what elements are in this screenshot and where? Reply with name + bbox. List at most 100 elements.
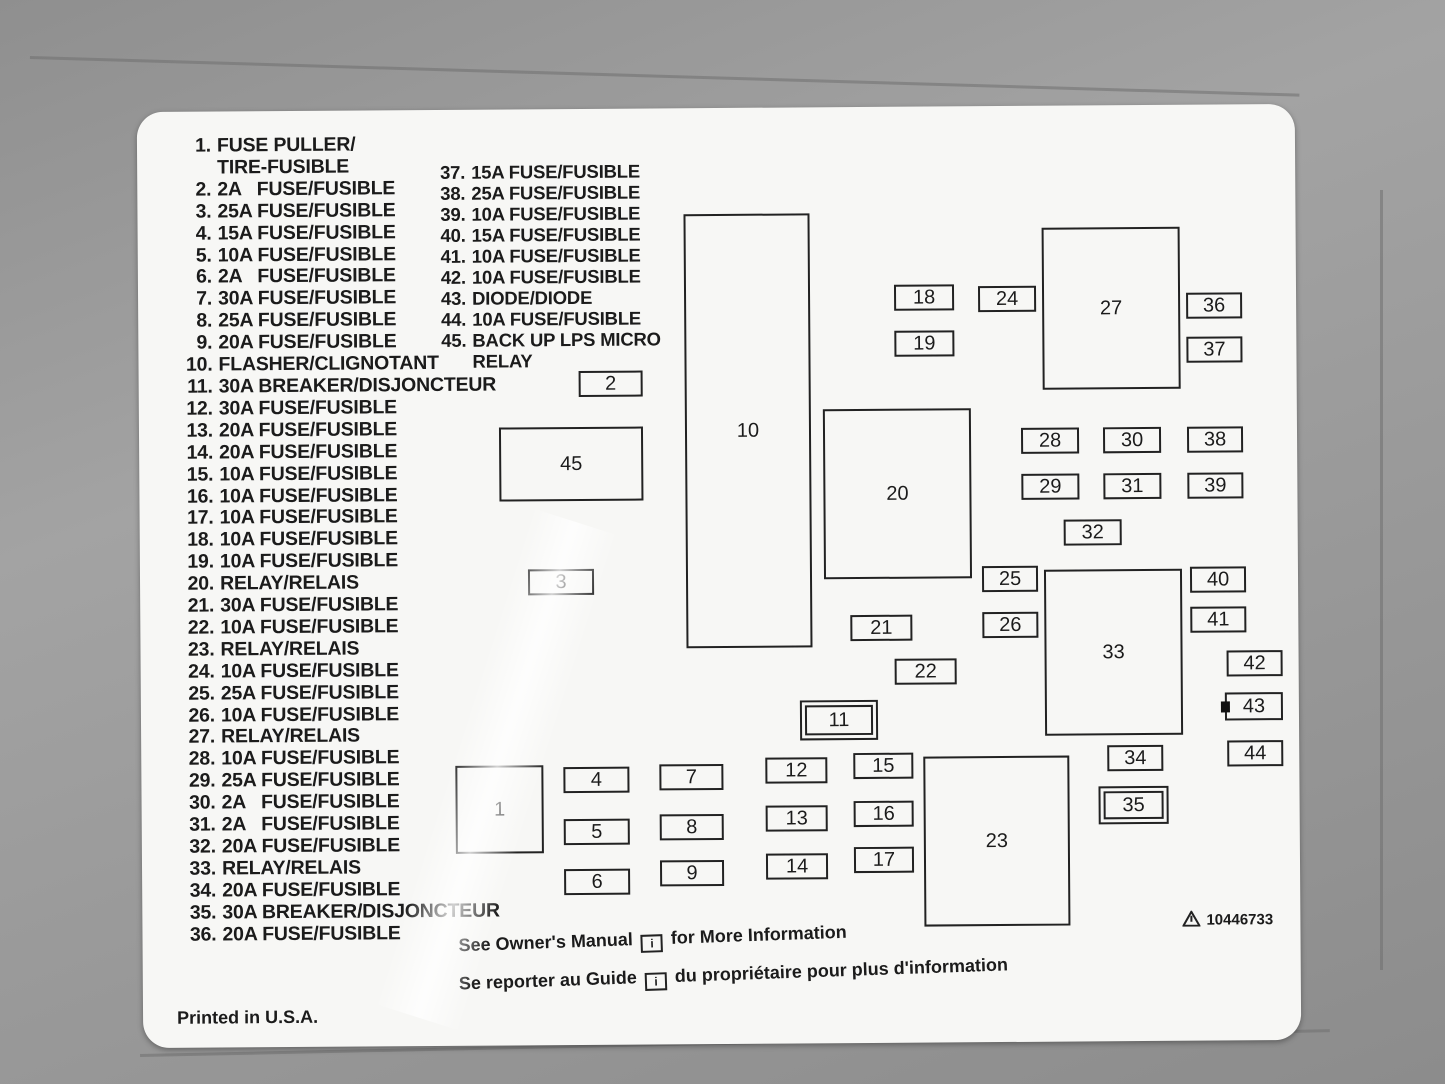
fuse-slot-39: 39 <box>1187 472 1244 499</box>
legend-text: 30A FUSE/FUSIBLE <box>218 396 397 420</box>
legend-text-line: RELAY <box>472 350 533 372</box>
legend-text: 30A BREAKER/DISJONCTEUR <box>218 373 497 398</box>
legend-number: 22. <box>187 616 215 639</box>
legend-item: 28.10A FUSE/FUSIBLE <box>171 747 499 771</box>
fuse-slot-40: 40 <box>1189 566 1247 593</box>
legend-number: 18. <box>187 528 214 552</box>
legend-text: 20A FUSE/FUSIBLE <box>218 330 397 354</box>
legend-number: 32. <box>189 835 216 858</box>
fuse-slot-number: 45 <box>560 452 583 475</box>
legend-item: 36.20A FUSE/FUSIBLE <box>172 922 500 946</box>
legend-text: RELAY/RELAIS <box>221 856 361 880</box>
legend-number: 14. <box>186 441 214 464</box>
legend-text: 20A FUSE/FUSIBLE <box>222 878 401 902</box>
legend-number: 41. <box>440 245 466 267</box>
fuse-slot-2: 2 <box>578 370 643 397</box>
legend-item: 19.10A FUSE/FUSIBLE <box>170 549 498 574</box>
legend-item: 43.DIODE/DIODE <box>428 286 661 309</box>
legend-item: 25.25A FUSE/FUSIBLE <box>171 681 499 705</box>
fuse-slot-number: 17 <box>872 848 896 871</box>
book-icon: i <box>644 972 668 991</box>
legend-item: 42.10A FUSE/FUSIBLE <box>428 265 661 288</box>
fuse-slot-number: 28 <box>1038 429 1062 452</box>
fuse-slot-number: 42 <box>1243 651 1266 674</box>
fuse-slot-21: 21 <box>850 614 913 642</box>
fuse-slot-number: 24 <box>995 287 1019 310</box>
legend-text: FLASHER/CLIGNOTANT <box>218 352 439 376</box>
fuse-slot-33: 33 <box>1043 568 1184 736</box>
legend-text: 10A FUSE/FUSIBLE <box>471 244 641 267</box>
legend-number: 33. <box>189 857 217 880</box>
fuse-slot-22: 22 <box>894 658 957 685</box>
fuse-slot-31: 31 <box>1103 472 1162 500</box>
legend-number: 23. <box>187 638 215 661</box>
fuse-slot-number: 6 <box>591 870 603 893</box>
fuse-slot-number: 14 <box>785 854 809 878</box>
legend-number: 38. <box>440 182 466 204</box>
legend-number: 9. <box>196 331 213 354</box>
legend-number: 13. <box>186 419 214 442</box>
printed-in-note: Printed in U.S.A. <box>177 1006 319 1028</box>
legend-text: 25A FUSE/FUSIBLE <box>218 308 397 332</box>
fuse-slot-number: 1 <box>493 797 506 821</box>
warning-triangle-icon <box>1182 910 1201 927</box>
fuse-slot-45: 45 <box>498 426 644 502</box>
legend-item: 11.30A BREAKER/DISJONCTEUR <box>169 373 497 399</box>
fuse-slot-34: 34 <box>1107 744 1164 772</box>
fuse-slot-number: 5 <box>591 820 603 843</box>
legend-number: 12. <box>186 397 213 420</box>
legend-item: 18.10A FUSE/FUSIBLE <box>170 528 498 552</box>
legend-text: 2A FUSE/FUSIBLE <box>217 177 396 201</box>
legend-number: 28. <box>188 747 216 771</box>
fuse-slot-number: 10 <box>736 419 760 442</box>
legend-number: 30. <box>188 791 216 814</box>
fuse-slot-12: 12 <box>765 757 828 784</box>
legend-text: 20A FUSE/FUSIBLE <box>218 418 398 442</box>
fuse-slot-44: 44 <box>1227 740 1284 767</box>
legend-text: 25A FUSE/FUSIBLE <box>220 680 399 705</box>
fuse-slot-number: 44 <box>1244 741 1267 764</box>
fuse-slot-25: 25 <box>981 565 1039 593</box>
legend-text: RELAY/RELAIS <box>221 724 361 748</box>
legend-text: 10A FUSE/FUSIBLE <box>471 202 641 225</box>
fuse-slot-number: 22 <box>914 659 937 683</box>
book-icon: i <box>640 934 664 953</box>
legend-text: 10A FUSE/FUSIBLE <box>220 615 399 639</box>
legend-number: 35. <box>189 901 217 924</box>
fuse-slot-7: 7 <box>659 763 724 791</box>
legend-item: 39.10A FUSE/FUSIBLE <box>427 202 660 225</box>
legend-item: 29.25A FUSE/FUSIBLE <box>171 769 499 793</box>
legend-number: 11. <box>187 375 213 398</box>
fuse-slot-number: 9 <box>686 861 698 884</box>
legend-number: 8. <box>196 309 213 332</box>
legend-number: 15. <box>186 463 214 486</box>
fuse-slot-32: 32 <box>1063 519 1122 546</box>
fuse-slot-4: 4 <box>563 766 630 794</box>
fuse-slot-number: 34 <box>1124 746 1147 769</box>
legend-number: 19. <box>187 550 214 573</box>
legend-text: 10A FUSE/FUSIBLE <box>220 658 399 683</box>
fuse-slot-3: 3 <box>527 568 595 596</box>
fuse-slot-number: 30 <box>1120 428 1144 451</box>
fuse-slot-number: 41 <box>1207 607 1230 631</box>
legend-number: 34. <box>189 879 217 902</box>
legend-number: 6. <box>195 265 212 289</box>
housing-groove-right <box>1380 190 1383 970</box>
legend-number: 16. <box>186 485 214 508</box>
fuse-slot-16: 16 <box>853 800 914 828</box>
legend-number: 39. <box>440 203 466 225</box>
legend-text: RELAY/RELAIS <box>220 637 360 661</box>
fuse-slot-8: 8 <box>659 813 724 841</box>
legend-text: 10A FUSE/FUSIBLE <box>219 549 399 573</box>
fuse-slot-number: 8 <box>686 815 698 838</box>
legend-text: 10A FUSE/FUSIBLE <box>220 702 400 727</box>
legend-text: 30A BREAKER/DISJONCTEUR <box>222 899 500 924</box>
fuse-slot-37: 37 <box>1186 336 1243 363</box>
fuse-slot-number: 15 <box>872 754 895 777</box>
legend-number: 20. <box>187 572 215 595</box>
legend-number: 26. <box>188 704 216 727</box>
legend-number: 43. <box>440 287 467 309</box>
fuse-slot-number: 13 <box>785 806 808 830</box>
legend-text: 10A FUSE/FUSIBLE <box>219 527 398 551</box>
